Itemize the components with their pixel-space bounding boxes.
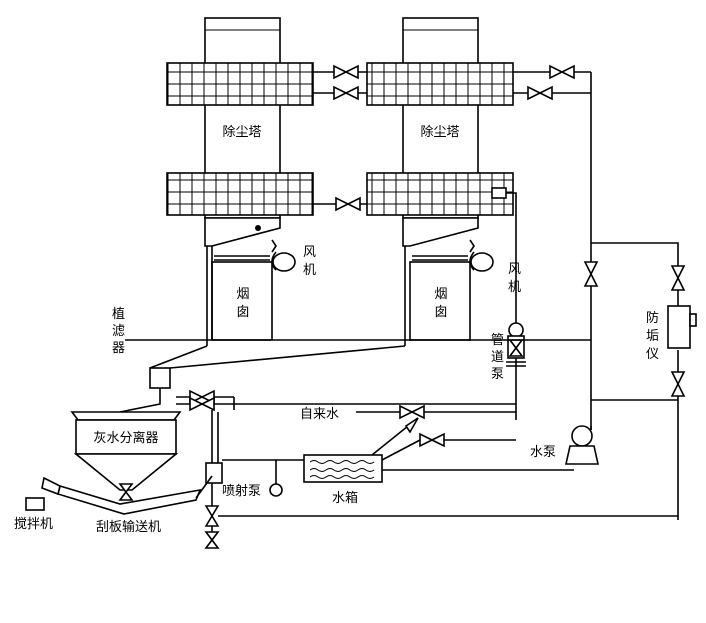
antiscale-device: 防 垢 仪 <box>646 290 697 362</box>
tower-left-label: 除尘塔 <box>222 125 261 140</box>
valve <box>670 265 686 291</box>
spray-grid-lower-right <box>366 172 514 216</box>
dust-tower-left: 除尘塔 <box>166 17 314 247</box>
valve <box>583 261 599 287</box>
valve <box>527 85 553 101</box>
valve <box>333 85 359 101</box>
spray-grid-lower-left <box>166 172 314 216</box>
valve <box>670 371 686 397</box>
fan-right: 风 机 <box>469 239 521 295</box>
chimney-left-label-2: 囱 <box>236 305 249 320</box>
tap-water-label: 自来水 <box>300 407 339 422</box>
antiscale-label-3: 仪 <box>646 347 659 362</box>
spray-grid-upper-right <box>366 62 514 106</box>
ash-water-separator: 灰水分离器 <box>70 396 516 501</box>
tap-water-line: 自来水 <box>300 404 516 422</box>
valve <box>335 196 361 212</box>
jet-pump: 喷射泵 <box>204 410 304 549</box>
fan-right-label-1: 风 <box>508 262 521 277</box>
dust-tower-right: 除尘塔 <box>366 17 514 247</box>
chimney-left-label-1: 烟 <box>236 287 249 302</box>
top-piping <box>313 71 679 520</box>
chimney-right: 烟 囱 <box>409 255 471 341</box>
valve <box>333 64 359 80</box>
valve <box>419 432 445 448</box>
valve <box>549 64 575 80</box>
water-tank-label: 水箱 <box>332 490 358 506</box>
antiscale-label-1: 防 <box>646 310 659 326</box>
chimney-right-label-1: 烟 <box>434 287 447 302</box>
tower-right-label: 除尘塔 <box>420 125 459 140</box>
filter-label-1: 植 <box>112 307 125 322</box>
fan-right-label-2: 机 <box>508 280 521 295</box>
conveyor-label: 刮板输送机 <box>96 519 161 535</box>
filter-label-3: 器 <box>112 341 125 356</box>
water-pump-label: 水泵 <box>530 445 556 460</box>
filter-piping: 植 滤 器 <box>112 246 591 413</box>
scraper-conveyor: 刮板输送机 <box>41 475 213 535</box>
fan-left-label-1: 风 <box>303 245 316 260</box>
fan-left-label-2: 机 <box>303 263 316 278</box>
pipeline-pump-label-2: 道 <box>491 350 504 365</box>
valve <box>189 396 215 412</box>
filter-label-2: 滤 <box>112 324 125 339</box>
chimney-left: 烟 囱 <box>211 255 273 341</box>
spray-grid-upper-left <box>166 62 314 106</box>
separator-label: 灰水分离器 <box>93 430 158 446</box>
mixer-label: 搅拌机 <box>14 516 53 532</box>
pipeline-pump-label-3: 泵 <box>491 367 504 382</box>
pipeline-pump: 管 道 泵 <box>491 322 526 382</box>
jet-pump-label: 喷射泵 <box>222 483 261 499</box>
chimney-right-label-2: 囱 <box>434 305 447 320</box>
water-pump: 水泵 <box>530 425 599 465</box>
antiscale-label-2: 垢 <box>646 329 659 344</box>
mixer: 搅拌机 <box>14 497 53 532</box>
fan-left: 风 机 <box>271 239 316 278</box>
water-tank: 水箱 <box>303 417 574 506</box>
